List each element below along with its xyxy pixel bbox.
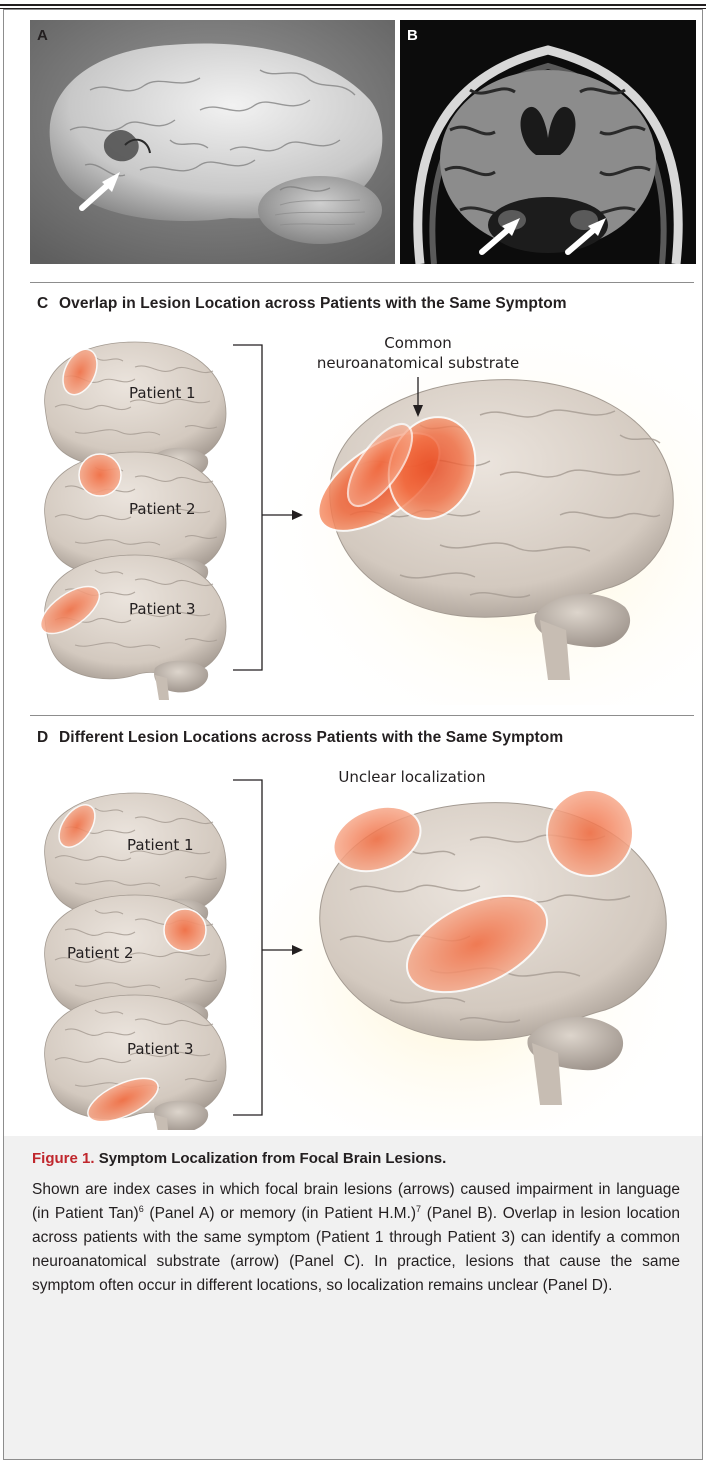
patient-3-brain — [33, 555, 226, 700]
section-d-rule — [30, 715, 694, 716]
patient-label: Patient 3 — [127, 1040, 194, 1058]
patient-label: Patient 2 — [67, 944, 134, 962]
patient-label: Patient 1 — [127, 836, 194, 854]
panel-d-letter: D — [37, 729, 59, 747]
panel-c-title-text: Overlap in Lesion Location across Patien… — [59, 295, 567, 312]
panel-b-letter: B — [407, 27, 418, 44]
figure-caption-body: Shown are index cases in which focal bra… — [32, 1178, 680, 1298]
figure-title: Symptom Localization from Focal Brain Le… — [99, 1150, 447, 1167]
section-c-rule — [30, 282, 694, 283]
panel-d-title-text: Different Lesion Locations across Patien… — [59, 729, 563, 746]
panel-a-brain-photo — [30, 20, 395, 264]
panel-b-mri-image — [400, 20, 696, 264]
patient-3-brain — [45, 995, 226, 1130]
figure-caption-title: Figure 1. Symptom Localization from Foca… — [32, 1150, 446, 1167]
patient-label: Patient 1 — [129, 384, 196, 402]
annotation-unclear: Unclear localization — [338, 768, 485, 786]
patient-label: Patient 3 — [129, 600, 196, 618]
panel-c-letter: C — [37, 295, 59, 313]
panel-d-illustration: Unclear localization Patient 1 Patient 2… — [0, 760, 706, 1130]
panel-a-letter: A — [37, 27, 48, 44]
caption-text: (Panel A) or memory (in Patient H.M.) — [144, 1205, 416, 1222]
panel-c-illustration: Common neuroanatomical substrate Patient… — [0, 325, 706, 705]
figure-label: Figure 1. — [32, 1150, 95, 1167]
annotation-common: Common — [384, 334, 452, 352]
annotation-substrate: neuroanatomical substrate — [317, 354, 519, 372]
patient-label: Patient 2 — [129, 500, 196, 518]
